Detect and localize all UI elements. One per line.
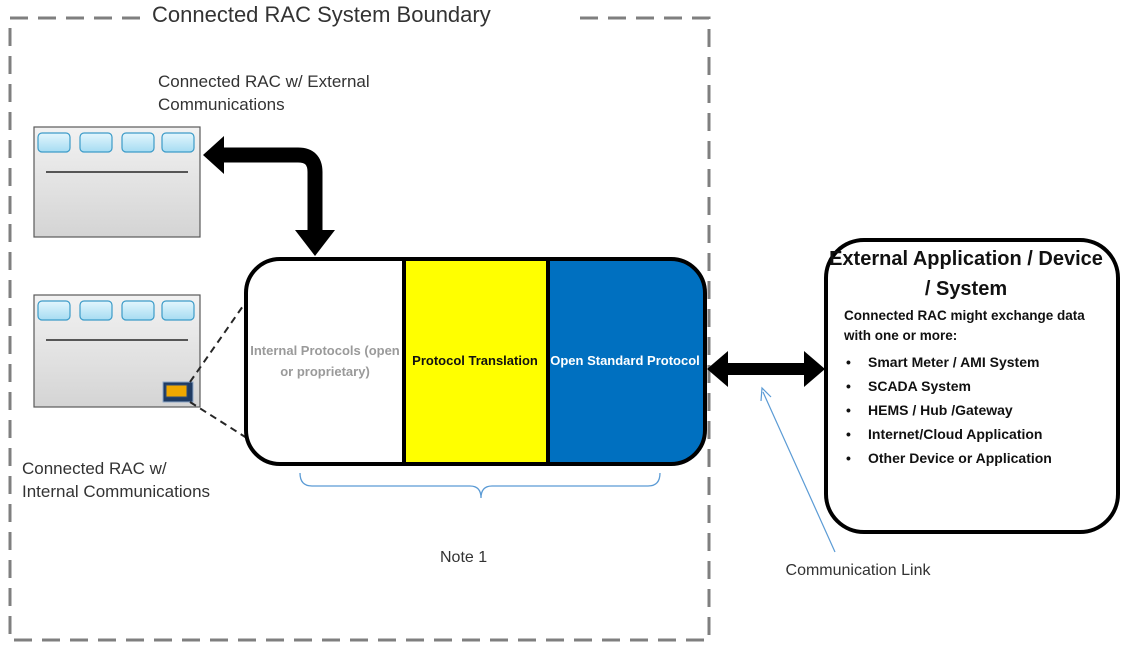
list-item: HEMS / Hub /Gateway (826, 398, 1106, 422)
unit-button (37, 132, 71, 153)
translation-segment (404, 260, 548, 464)
unit-button (121, 300, 155, 321)
communication-link-pointer (760, 386, 836, 553)
external-system-title: External Application / Device / System (829, 248, 1103, 300)
open-standard-segment (548, 260, 705, 464)
external-system-content: External Application / Device / System C… (826, 244, 1106, 470)
unit-button (121, 132, 155, 153)
external-system-list: Smart Meter / AMI System SCADA System HE… (826, 350, 1106, 470)
rac-internal-label: Connected RAC w/ Internal Communications (22, 459, 211, 501)
system-boundary (8, 16, 711, 642)
unit-button (161, 300, 195, 321)
unit-button (79, 300, 113, 321)
unit-button (161, 132, 195, 153)
internal-protocols-segment (246, 258, 404, 464)
list-item: Internet/Cloud Application (826, 422, 1106, 446)
list-item: Smart Meter / AMI System (826, 350, 1106, 374)
note-bracket (299, 472, 661, 499)
callout-line-bottom (189, 401, 251, 441)
unit-button (37, 300, 71, 321)
protocol-translation-label: Protocol Translation (412, 352, 538, 368)
protocol-stack (244, 257, 707, 466)
rac-external-label: Connected RAC w/ External Communications (158, 72, 370, 114)
rac-unit-external (33, 126, 201, 238)
open-standard-label: Open Standard Protocol (550, 352, 700, 368)
rac-unit-internal (33, 294, 201, 408)
note-label: Note 1 (440, 549, 488, 566)
internal-protocols-label: Internal Protocols (open or proprietary) (250, 343, 400, 379)
boundary-title: Connected RAC System Boundary (146, 2, 497, 28)
internal-module-icon (162, 381, 194, 403)
unit-button (79, 132, 113, 153)
communication-link-label: Communication Link (785, 562, 931, 579)
list-item: SCADA System (826, 374, 1106, 398)
list-item: Other Device or Application (826, 446, 1106, 470)
external-link-arrow (203, 136, 335, 256)
communication-link-arrow (707, 351, 825, 387)
callout-line-top (189, 295, 251, 383)
external-system-description: Connected RAC might exchange data with o… (844, 308, 1085, 343)
